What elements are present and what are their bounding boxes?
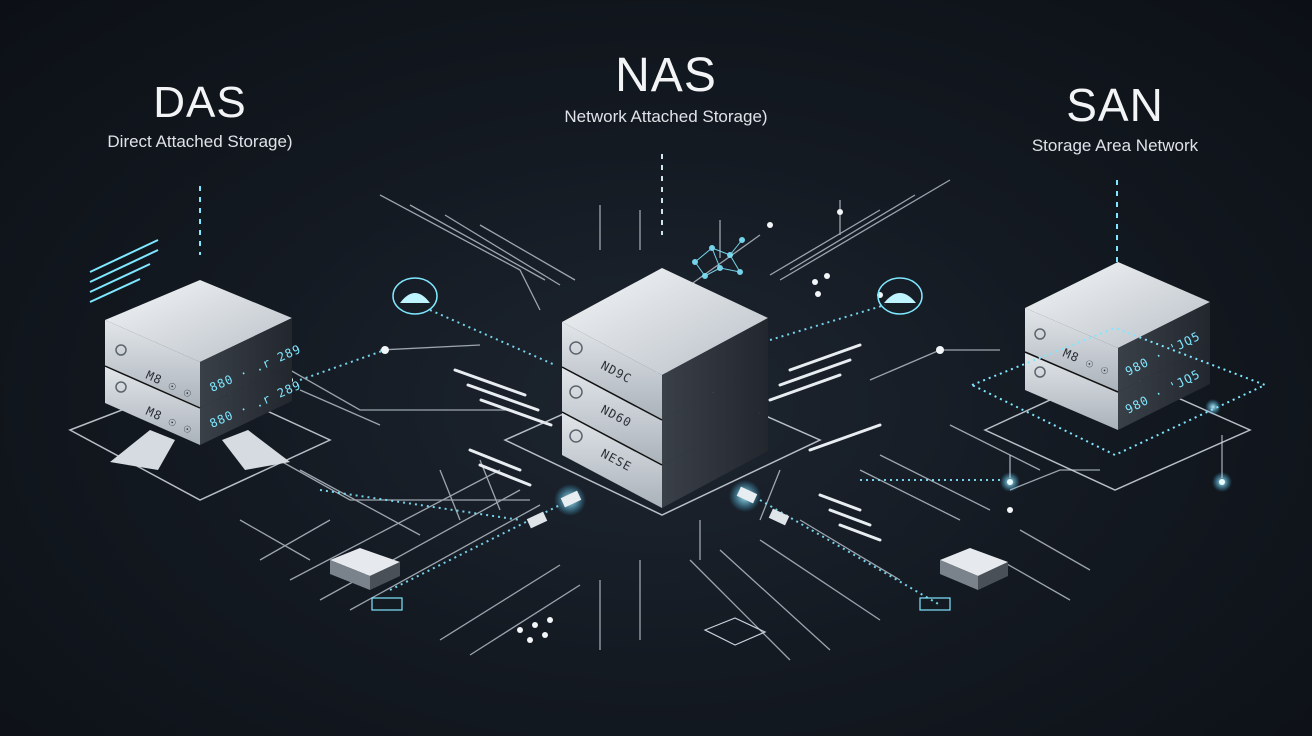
das-stand-right xyxy=(222,430,290,470)
san-fabric-ring xyxy=(969,326,1268,457)
das-title-block: DAS Direct Attached Storage) xyxy=(60,78,340,152)
san-description: Storage Area Network xyxy=(1031,136,1199,155)
dome-icon-left xyxy=(392,277,438,315)
das-server-stack: M8 ☉ ☉ 880 · .r 289 M8 ☉ ☉ 880 · .r 289 xyxy=(104,280,303,445)
san-title-block: SAN Storage Area Network xyxy=(990,78,1240,156)
san-acronym: SAN xyxy=(1066,79,1164,131)
nas-title-block: NAS Network Attached Storage) xyxy=(516,48,816,127)
nas-description: Network Attached Storage) xyxy=(564,107,768,126)
san-server-stack: M8 ☉ ☉ 980 · 'JQ5 980 · 'JQ5 xyxy=(1024,262,1210,430)
network-graph-icon xyxy=(692,237,745,279)
das-description: Direct Attached Storage) xyxy=(107,132,293,151)
circuit-traces xyxy=(239,179,1100,661)
chip-icon-right xyxy=(919,548,1008,611)
nas-unit-1: ND9C xyxy=(562,318,768,420)
trace-bundle-left xyxy=(453,368,553,487)
das-activity-stripes xyxy=(89,239,159,303)
das-stand-left xyxy=(110,430,175,470)
nas-server-stack: ND9C ND60 NESE xyxy=(561,268,768,508)
connector-glow-right xyxy=(729,480,790,526)
nas-unit-3: NESE xyxy=(561,408,768,508)
connector-glow-left xyxy=(526,484,586,529)
das-acronym: DAS xyxy=(153,78,247,127)
nas-unit-2: ND60 xyxy=(561,363,768,465)
san-fabric-nodes xyxy=(1000,399,1232,492)
data-flow-dots xyxy=(299,304,1000,606)
nas-acronym: NAS xyxy=(615,49,717,102)
chip-icon-left xyxy=(330,548,403,611)
dome-icon-right xyxy=(877,277,923,315)
trace-bundle-right xyxy=(768,343,882,542)
chip-icon-bottom xyxy=(703,617,767,646)
